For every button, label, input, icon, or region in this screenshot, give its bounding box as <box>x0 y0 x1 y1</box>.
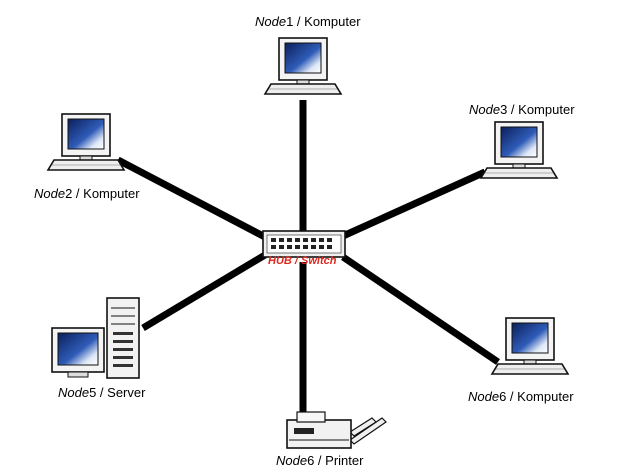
node2-label: Node2 / Komputer <box>34 186 140 201</box>
node6-printer-label: Node6 / Printer <box>276 453 364 468</box>
node3-label: Node3 / Komputer <box>469 102 575 117</box>
node5-label: Node5 / Server <box>58 385 146 400</box>
node5-server-icon <box>51 297 140 379</box>
cable-node3 <box>341 168 487 240</box>
hub-switch-label: HUB / Switch <box>268 255 337 267</box>
node6-printer-icon <box>286 411 387 449</box>
cable-node2 <box>116 156 267 241</box>
node1-label: Node1 / Komputer <box>255 14 361 29</box>
cables <box>116 100 500 415</box>
node2-computer-icon <box>47 113 125 171</box>
hub-switch-icon <box>262 230 346 258</box>
node3-computer-icon <box>480 121 558 179</box>
node1-computer-icon <box>264 37 342 95</box>
node6-computer-icon <box>491 317 569 375</box>
cable-node6-computer <box>341 254 500 365</box>
cable-node5 <box>141 251 267 332</box>
node6-computer-label: Node6 / Komputer <box>468 389 574 404</box>
